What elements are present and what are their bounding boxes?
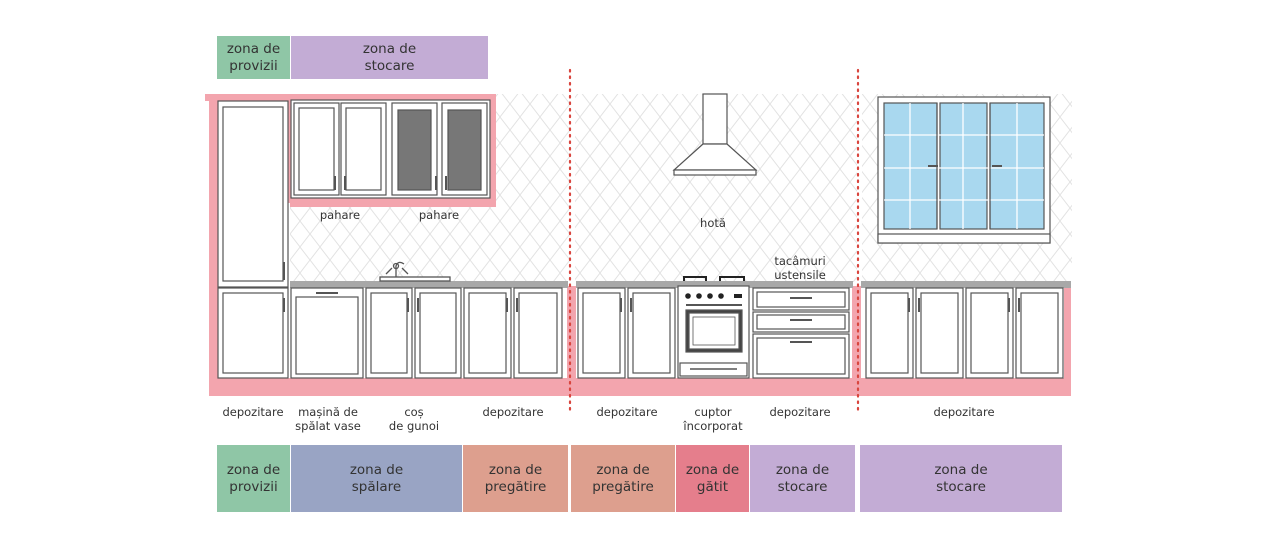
label-depozitare-3: depozitare (596, 405, 658, 419)
zone-top-stocare: zona de stocare (291, 36, 488, 79)
label-depozitare-4: depozitare (769, 405, 831, 419)
label-depozitare-1: depozitare (222, 405, 284, 419)
label-depozitare-2: depozitare (482, 405, 544, 419)
label-cuptor: cuptor încorporat (683, 405, 743, 433)
zone-bottom-provizii: zona de provizii (217, 445, 290, 512)
label-tacamuri: tacâmuri ustensile (774, 254, 826, 282)
label-masina-spalat: mașină de spălat vase (295, 405, 361, 433)
base-cabinets-storage-run (865, 287, 1064, 379)
label-depozitare-5: depozitare (933, 405, 995, 419)
base-cabinets-cooking-run (577, 287, 676, 379)
zone-bottom-stocare-2: zona de stocare (860, 445, 1062, 512)
label-pahare-1: pahare (319, 208, 361, 222)
countertop (290, 281, 1071, 288)
label-cos-gunoi: coș de gunoi (388, 405, 440, 433)
tall-pantry-cabinet (217, 100, 289, 379)
zone-top-provizii: zona de provizii (217, 36, 290, 79)
sink-faucet (379, 261, 451, 282)
label-pahare-2: pahare (418, 208, 460, 222)
zone-bottom-stocare-1: zona de stocare (750, 445, 855, 512)
zone-bottom-pregatire-1: zona de pregătire (463, 445, 568, 512)
upper-cabinets (290, 99, 491, 199)
storage-highlight (205, 94, 1071, 396)
zone-bottom-gatit: zona de gătit (676, 445, 749, 512)
zone-bottom-spalare: zona de spălare (291, 445, 462, 512)
built-in-oven (677, 276, 750, 379)
base-cabinets-sink-run (290, 287, 563, 379)
zone-bottom-pregatire-2: zona de pregătire (571, 445, 675, 512)
label-hota: hotă (700, 216, 726, 230)
zone-dividers (568, 68, 860, 412)
window (877, 96, 1051, 244)
drawer-unit (752, 287, 850, 379)
range-hood (672, 93, 758, 176)
